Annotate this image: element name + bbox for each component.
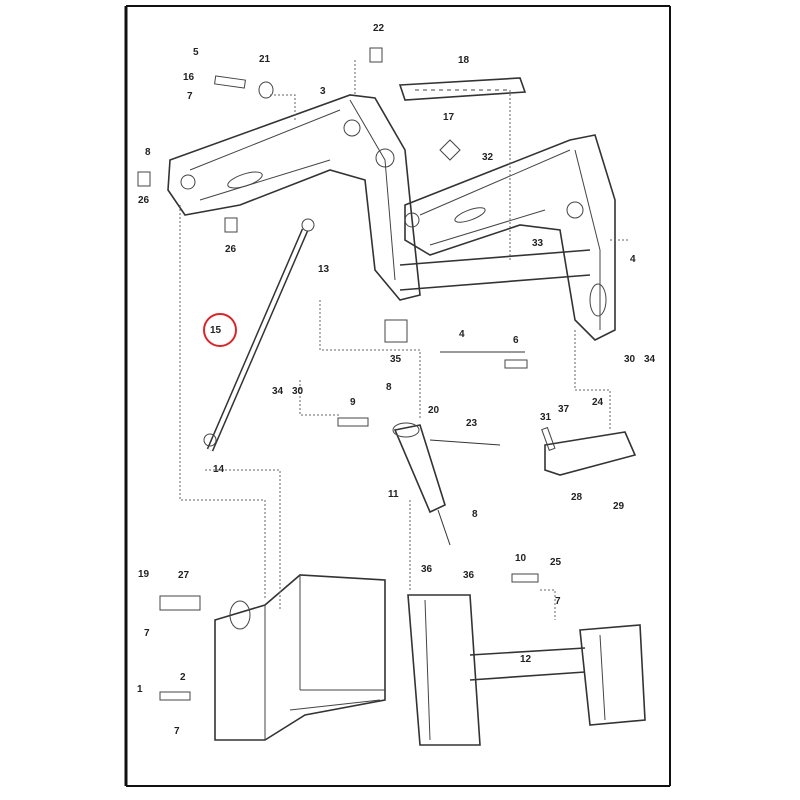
part-label-highlighted: 15 — [210, 325, 222, 336]
part-label: 7 — [187, 91, 193, 102]
part-label: 31 — [540, 412, 552, 423]
part-label: 24 — [592, 397, 604, 408]
part-label: 33 — [532, 238, 544, 249]
part-label: 7 — [144, 628, 150, 639]
tilt-cylinder — [392, 422, 451, 546]
part-label: 13 — [318, 264, 330, 275]
attachment-mount — [407, 594, 646, 746]
step-plate — [398, 77, 527, 101]
part-label: 30 — [292, 386, 304, 397]
part-label: 7 — [555, 596, 561, 607]
part-label: 26 — [138, 195, 150, 206]
part-label: 8 — [145, 147, 151, 158]
part-label: 21 — [259, 54, 271, 65]
small-parts — [137, 47, 556, 701]
bracket-28 — [544, 431, 637, 476]
part-label: 19 — [138, 569, 150, 580]
part-label: 25 — [550, 557, 562, 568]
part-label: 4 — [459, 329, 465, 340]
part-label: 9 — [350, 397, 356, 408]
part-label: 20 — [428, 405, 440, 416]
part-label: 26 — [225, 244, 237, 255]
part-label: 6 — [513, 335, 519, 346]
part-label: 37 — [558, 404, 570, 415]
part-label: 3 — [320, 86, 326, 97]
part-label: 12 — [520, 654, 532, 665]
part-label: 29 — [613, 501, 625, 512]
part-label: 18 — [458, 55, 470, 66]
part-label: 32 — [482, 152, 494, 163]
part-label: 30 — [624, 354, 636, 365]
part-label: 2 — [180, 672, 186, 683]
lift-cylinder — [203, 218, 315, 452]
part-label: 16 — [183, 72, 195, 83]
part-label: 5 — [193, 47, 199, 58]
part-label: 10 — [515, 553, 527, 564]
part-label: 17 — [443, 112, 455, 123]
part-label: 11 — [388, 489, 399, 500]
part-label: 14 — [213, 464, 225, 475]
part-label: 1 — [137, 684, 143, 695]
part-label: 23 — [466, 418, 478, 429]
part-label: 34 — [272, 386, 284, 397]
right-lift-arm — [404, 134, 616, 341]
part-label: 4 — [630, 254, 636, 265]
part-label: 34 — [644, 354, 656, 365]
part-label: 28 — [571, 492, 583, 503]
part-label: 36 — [463, 570, 475, 581]
frame-border — [124, 5, 671, 787]
highlight-circle — [203, 313, 237, 347]
part-label: 36 — [421, 564, 433, 575]
part-label: 7 — [174, 726, 180, 737]
leader-lines — [179, 60, 630, 620]
cross-tube — [399, 249, 591, 291]
part-label: 8 — [386, 382, 392, 393]
part-label: 22 — [373, 23, 385, 34]
machine-frame — [214, 574, 386, 741]
part-label: 27 — [178, 570, 190, 581]
part-labels: 5 16 7 21 22 18 3 8 26 17 32 26 13 15 33… — [137, 23, 656, 737]
part-label: 8 — [472, 509, 478, 520]
part-label: 35 — [390, 354, 402, 365]
left-lift-arm — [167, 94, 421, 301]
